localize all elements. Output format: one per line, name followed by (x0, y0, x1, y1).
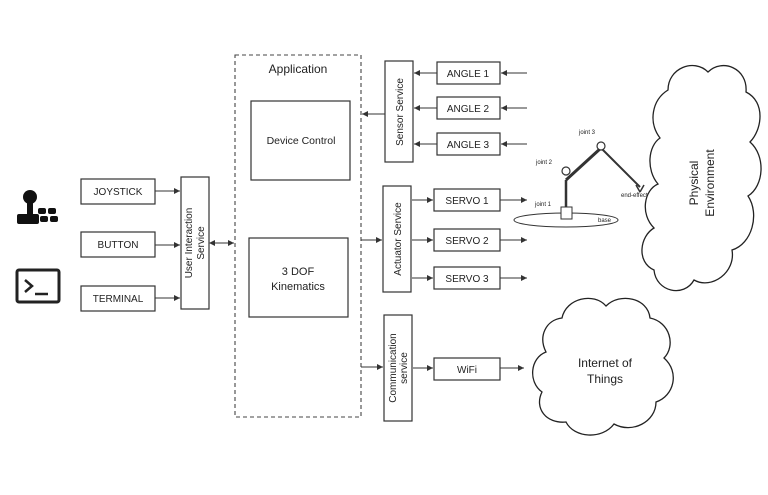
sensor-service-label: Sensor Service (395, 78, 406, 146)
joint-3-label: joint 3 (578, 130, 596, 136)
svg-text:Actuator Service: Actuator Service (393, 202, 404, 276)
joystick-box: JOYSTICK (80, 178, 156, 205)
robot-arm-illustration: joint 1 joint 2 joint 3 end-effector bas… (513, 130, 653, 228)
angle-2-box: ANGLE 2 (436, 96, 501, 120)
svg-text:Service: Service (196, 226, 207, 260)
angle-3-label: ANGLE 3 (447, 140, 490, 151)
sensor-service: Sensor Service (384, 60, 414, 163)
terminal-icon (15, 268, 61, 304)
application-container: Application (234, 54, 362, 418)
button-label: BUTTON (98, 240, 139, 251)
angle-1-label: ANGLE 1 (447, 69, 490, 80)
svg-text:Sensor Service: Sensor Service (395, 78, 406, 146)
internet-of-things-cloud: Internet of Things (532, 297, 674, 436)
servo-arrows (412, 197, 527, 281)
angle-3-box: ANGLE 3 (436, 132, 501, 156)
joystick-label: JOYSTICK (94, 187, 143, 198)
joint-1-label: joint 1 (534, 202, 552, 208)
input-arrows (155, 188, 180, 301)
iot-label-2: Things (587, 372, 623, 386)
button-box: BUTTON (80, 231, 156, 258)
communication-label-2: service (399, 352, 410, 384)
base-label: base (598, 218, 612, 224)
kinematics-label-1: 3 DOF (282, 266, 315, 278)
servo-2-label: SERVO 2 (445, 236, 489, 247)
joint-2-label: joint 2 (535, 160, 553, 166)
kinematics-label-2: Kinematics (271, 281, 325, 293)
communication-service: Communication service (383, 314, 413, 422)
actuator-service-label: Actuator Service (393, 202, 404, 276)
svg-text:Physical: Physical (687, 161, 701, 206)
user-interaction-service: User Interaction Service (180, 176, 210, 310)
user-interaction-label-1: User Interaction (184, 208, 195, 279)
communication-label-1: Communication (388, 333, 399, 402)
svg-text:Environment: Environment (703, 149, 717, 217)
svg-text:service: service (399, 352, 410, 384)
terminal-label: TERMINAL (93, 294, 144, 305)
iot-label-1: Internet of (578, 356, 633, 370)
wifi-box: WiFi (433, 357, 501, 381)
angle-arrows (414, 70, 527, 147)
angle-1-box: ANGLE 1 (436, 61, 501, 85)
servo-3-label: SERVO 3 (445, 274, 489, 285)
device-control-box: Device Control (250, 100, 351, 181)
end-effector-label: end-effector (621, 193, 653, 199)
actuator-service: Actuator Service (382, 185, 412, 293)
servo-1-label: SERVO 1 (445, 196, 489, 207)
device-control-label: Device Control (267, 135, 336, 147)
angle-boxes: ANGLE 1 ANGLE 2 ANGLE 3 (436, 61, 501, 156)
joystick-icon (17, 190, 58, 224)
servo-3-box: SERVO 3 (433, 266, 501, 290)
angle-2-label: ANGLE 2 (447, 104, 490, 115)
physical-label-1: Physical (687, 161, 701, 206)
wifi-label: WiFi (457, 365, 477, 376)
servo-2-box: SERVO 2 (433, 228, 501, 252)
terminal-box: TERMINAL (80, 285, 156, 312)
physical-label-2: Environment (703, 149, 717, 217)
user-interaction-label-2: Service (196, 226, 207, 260)
servo-boxes: SERVO 1 SERVO 2 SERVO 3 (433, 188, 501, 290)
svg-text:User Interaction: User Interaction (184, 208, 195, 279)
svg-text:Communication: Communication (388, 333, 399, 402)
application-title: Application (269, 62, 328, 76)
servo-1-box: SERVO 1 (433, 188, 501, 212)
physical-environment-cloud: Physical Environment (641, 64, 762, 292)
kinematics-box: 3 DOF Kinematics (248, 237, 349, 318)
